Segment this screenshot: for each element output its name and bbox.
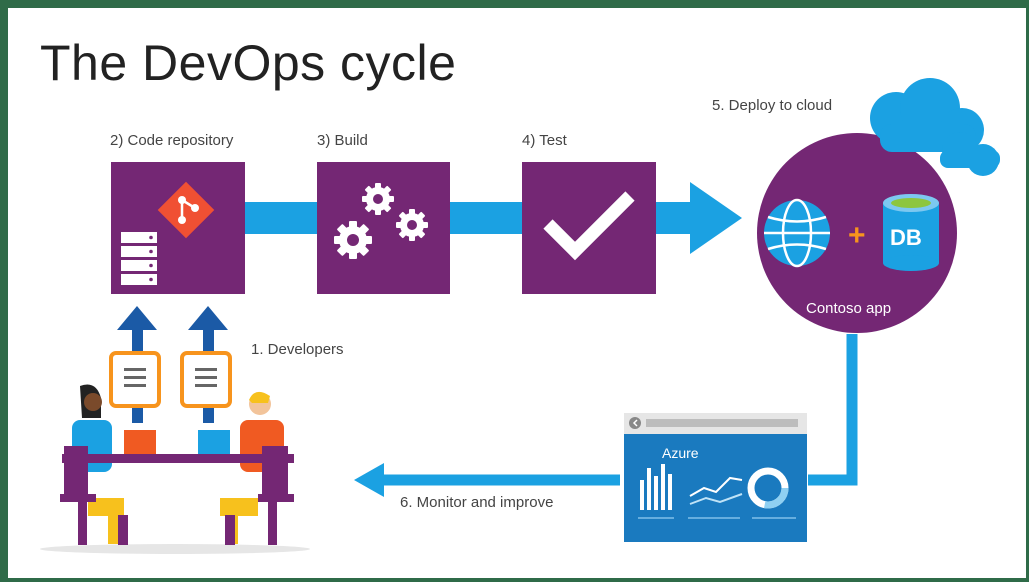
azure-dashboard [624, 413, 807, 542]
donut-chart-icon [747, 467, 789, 509]
web-app-globe-icon [764, 198, 830, 268]
developer-upload-arrows [109, 306, 232, 423]
step-test-label: 4) Test [522, 132, 567, 149]
bar-chart-icon [640, 464, 672, 510]
monitor-arrow-head [354, 463, 384, 497]
developers-illustration [40, 384, 310, 554]
document-icon [180, 351, 232, 408]
git-icon [157, 181, 215, 239]
contoso-app-circle [757, 78, 1000, 333]
plus-sign: + [848, 219, 866, 252]
step-developers-label: 1. Developers [251, 341, 344, 358]
database-icon [883, 194, 939, 271]
step-build-label: 3) Build [317, 132, 368, 149]
azure-dashboard-label: Azure [662, 445, 699, 461]
database-label: DB [890, 225, 922, 250]
connector-repo-build [245, 202, 317, 234]
code-repository-box [111, 162, 245, 294]
checkmark-icon [543, 191, 635, 261]
gears-icon [334, 183, 428, 259]
connector-build-test [450, 202, 522, 234]
line-chart-icon [689, 476, 743, 497]
step-deploy-label: 5. Deploy to cloud [712, 97, 833, 114]
step-code-repository-label: 2) Code repository [110, 132, 234, 149]
return-connector [808, 334, 858, 486]
contoso-app-label: Contoso app [806, 300, 892, 317]
diagram-title: The DevOps cycle [40, 35, 457, 91]
build-box [317, 162, 450, 294]
step-monitor-label: 6. Monitor and improve [400, 494, 554, 511]
test-box [522, 162, 656, 294]
server-stack-icon [121, 232, 157, 285]
document-icon [109, 351, 161, 408]
arrow-to-cloud [656, 182, 742, 254]
laptop-icon [198, 430, 230, 454]
laptop-icon [124, 430, 156, 454]
cloud-icon [870, 78, 1000, 176]
